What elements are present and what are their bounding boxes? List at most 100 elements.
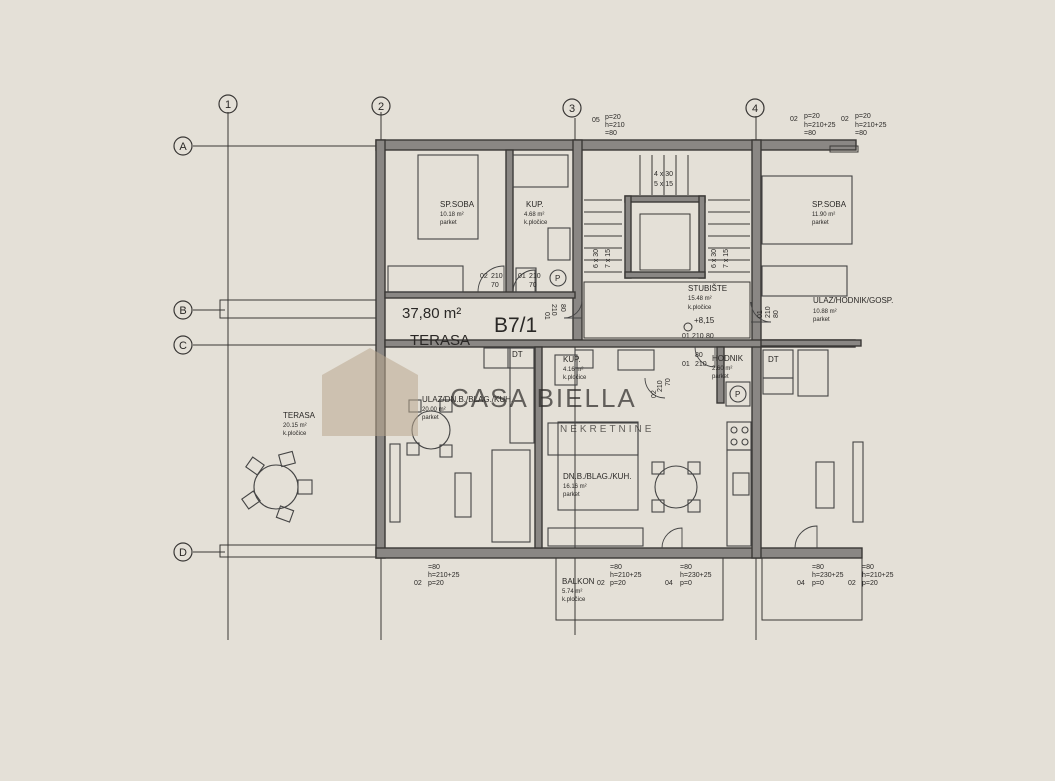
window-3-d: =80 [855,130,867,137]
bottom-3-c: 04 [665,580,673,587]
room-kup1-name: KUP. [526,200,544,209]
bottom-3-d: p=0 [680,580,692,587]
room-hodnik-name: HODNIK [712,354,744,363]
annotations: 4 x 30 5 x 15 6 x 30 7 x 15 6 x 30 7 x 1… [414,113,894,587]
room-terasa-area: 20.15 m² [283,423,307,429]
room-terasa-name: TERASA [283,411,316,420]
room-ulazdn-floor: parket [422,415,439,421]
room-ulazdn-name: ULAZ/DN.B./BLAG./KUH. [422,395,513,404]
room-stubiste-floor: k.pločice [688,305,712,311]
bottom-4-a: =80 [812,564,824,571]
stairs-left-1: 6 x 30 [593,249,600,268]
bottom-2-a: =80 [610,564,622,571]
p-symbol-1: P [555,274,560,283]
room-kup2-area: 4.16 m² [563,367,583,373]
door-e-h: 210 [695,361,707,368]
door-swings [477,265,818,549]
axis-label-d: D [179,547,187,559]
walls [219,139,863,559]
bottom-4-b: h=230+25 [812,572,844,579]
room-dnbl-name: DN.B./BLAG./KUH. [563,472,631,481]
room-spsoba1-floor: parket [440,220,457,226]
bottom-2-c: 02 [597,580,605,587]
room-balkon-name: BALKON [562,577,595,586]
door-b-num: 01 [518,273,526,280]
window-1-b: p=20 [605,114,621,121]
stairs-left-2: 7 x 15 [605,249,612,268]
room-balkon-area: 5.74 m² [562,589,582,595]
dt-symbol-1: DT [512,350,523,359]
room-kup2-floor: k.pločice [563,375,587,381]
door-c-h: 210 [550,304,557,316]
room-stubiste-name: STUBIŠTE [688,284,727,293]
axis-label-3: 3 [569,103,575,115]
window-2-c: h=210+25 [804,122,836,129]
door-d-num: 02 [651,390,658,398]
unit-area: 37,80 m² [402,305,461,322]
door-f-num: 01 [757,310,764,318]
bottom-3-a: =80 [680,564,692,571]
room-balkon-floor: k.pločice [562,597,586,603]
axis-bubbles: 1 2 3 4 A B C D [173,94,765,562]
bottom-1-a: =80 [428,564,440,571]
bottom-5-b: h=210+25 [862,572,894,579]
window-1-top: 05 [592,117,600,124]
stairs-top-1: 4 x 30 [654,171,673,178]
stairs-right-2: 7 x 15 [723,249,730,268]
door-a-num: 02 [480,273,488,280]
watermark: CASA BIELLA NEKRETNINE [322,348,654,436]
door-b-w: 70 [529,282,537,289]
axis-label-a: A [179,141,187,153]
door-d-h: 210 [657,380,664,392]
axis-label-c: C [179,340,187,352]
axis-label-b: B [179,305,186,317]
door-f-h: 210 [765,306,772,318]
room-ulazdn-area: 20.00 m² [422,407,446,413]
window-2-d: =80 [804,130,816,137]
door-a-w: 70 [491,282,499,289]
bottom-3-b: h=230+25 [680,572,712,579]
p-symbol-2: P [735,390,740,399]
watermark-sub: NEKRETNINE [560,424,654,435]
bottom-5-c: 02 [848,580,856,587]
room-spsoba2-floor: parket [812,220,829,226]
window-3-b: p=20 [855,113,871,120]
room-dnbl-floor: parket [563,492,580,498]
door-c-w: 80 [559,304,566,312]
room-hodnik-area: 2.60 m² [712,366,732,372]
room-kup1-floor: k.pločice [524,220,548,226]
room-dnbl-area: 16.16 m² [563,484,587,490]
bottom-4-d: p=0 [812,580,824,587]
room-terasa-floor: k.pločice [283,431,307,437]
bottom-1-b: h=210+25 [428,572,460,579]
furniture [241,154,864,621]
axis-label-1: 1 [225,99,231,111]
bottom-5-a: =80 [862,564,874,571]
room-stubiste-area: 15.48 m² [688,296,712,302]
door-a-h: 210 [491,273,503,280]
door-f-w: 80 [773,310,780,318]
room-hodnik-floor: parket [712,374,729,380]
door-e-w: 80 [695,352,703,359]
door-g-h: 210 [692,333,704,340]
door-d-w: 70 [665,378,672,386]
stairs [583,155,751,339]
door-c-num: 01 [543,312,550,320]
room-spsoba2-area: 11.90 m² [812,212,835,218]
bottom-1-c: 02 [414,580,422,587]
level-mark: +8,15 [694,316,715,325]
window-3-top: 02 [841,116,849,123]
room-ulazhodnik-area: 10.88 m² [813,309,837,315]
room-ulazhodnik-floor: parket [813,317,830,323]
unit-label: B7/1 [494,314,537,337]
watermark-brand: CASA BIELLA [450,383,637,413]
door-e-num: 01 [682,361,690,368]
dt-symbol-2: DT [768,355,779,364]
room-spsoba2-name: SP.SOBA [812,200,847,209]
room-labels: SP.SOBA 10.18 m² parket KUP. 4.68 m² k.p… [283,200,893,603]
bottom-2-b: h=210+25 [610,572,642,579]
bottom-5-d: p=20 [862,580,878,587]
axis-label-2: 2 [378,101,384,113]
